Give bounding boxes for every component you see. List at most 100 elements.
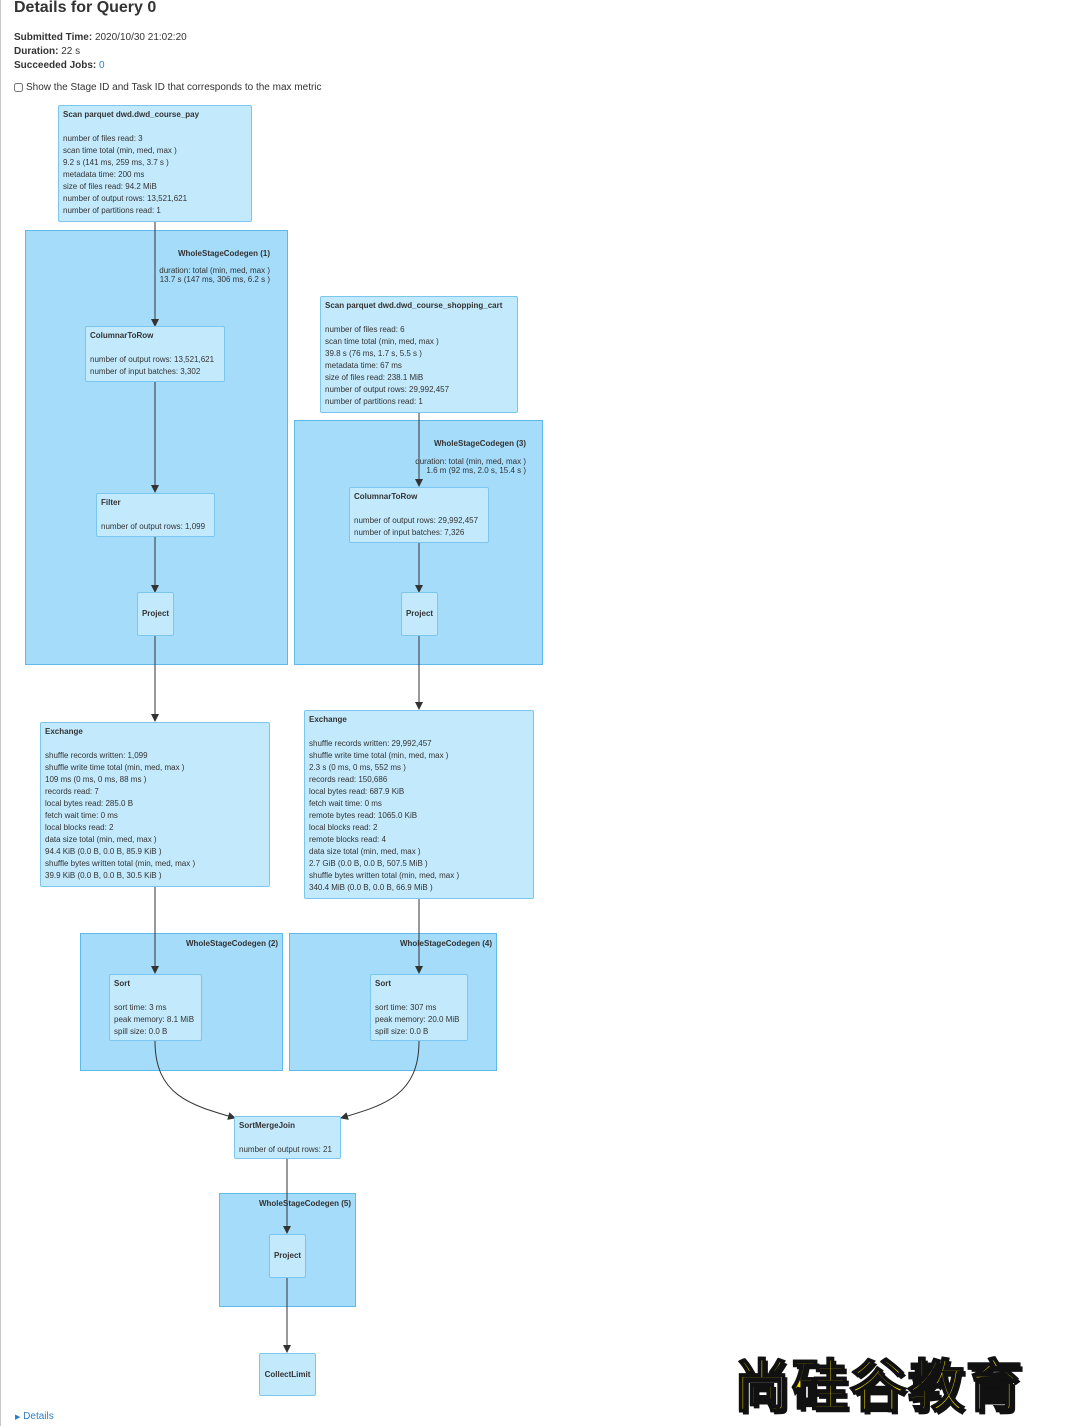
node-name: Project — [405, 609, 434, 618]
node-metric: 94.4 KiB (0.0 B, 0.0 B, 85.9 KiB ) — [45, 847, 162, 856]
node-metric: sort time: 3 ms — [114, 1003, 167, 1012]
node-exchange-left[interactable]: Exchange shuffle records written: 1,099 … — [40, 722, 270, 887]
node-metric: remote blocks read: 4 — [309, 835, 386, 844]
duration: Duration: 22 s — [14, 46, 80, 57]
node-metric: number of partitions read: 1 — [325, 397, 423, 406]
node-name: ColumnarToRow — [354, 492, 418, 501]
node-metric: shuffle records written: 29,992,457 — [309, 739, 432, 748]
page-left-border — [0, 0, 1, 1426]
node-metric: number of output rows: 21 — [239, 1145, 332, 1154]
node-metric: shuffle bytes written total (min, med, m… — [309, 871, 460, 880]
node-filter[interactable]: Filter number of output rows: 1,099 — [96, 493, 215, 537]
node-metric: 2.3 s (0 ms, 0 ms, 552 ms ) — [309, 763, 406, 772]
details-label: Details — [23, 1411, 54, 1422]
node-metric: metadata time: 200 ms — [63, 170, 145, 179]
node-metric: number of output rows: 29,992,457 — [325, 385, 450, 394]
node-metric: 109 ms (0 ms, 0 ms, 88 ms ) — [45, 775, 147, 784]
node-metric: records read: 7 — [45, 787, 99, 796]
node-metric: number of partitions read: 1 — [63, 206, 161, 215]
node-name: Sort — [375, 979, 391, 988]
node-metric: number of input batches: 3,302 — [90, 367, 201, 376]
node-metric: 39.9 KiB (0.0 B, 0.0 B, 30.5 KiB ) — [45, 871, 162, 880]
node-metric: number of files read: 3 — [63, 134, 143, 143]
node-metric: peak memory: 20.0 MiB — [375, 1015, 460, 1024]
node-metric: number of files read: 6 — [325, 325, 405, 334]
duration-label: Duration: — [14, 46, 59, 57]
node-metric: shuffle records written: 1,099 — [45, 751, 148, 760]
node-metric: local blocks read: 2 — [45, 823, 114, 832]
node-name: Filter — [101, 498, 121, 507]
node-metric: number of output rows: 29,992,457 — [354, 516, 479, 525]
node-metric: size of files read: 94.2 MiB — [63, 182, 157, 191]
node-columnar-to-row-3[interactable]: ColumnarToRow number of output rows: 29,… — [349, 487, 489, 543]
submitted-time: Submitted Time: 2020/10/30 21:02:20 — [14, 32, 187, 43]
succeeded-jobs-label: Succeeded Jobs: — [14, 60, 97, 71]
node-metric: sort time: 307 ms — [375, 1003, 437, 1012]
node-project-3[interactable]: Project — [401, 592, 438, 636]
node-metric: metadata time: 67 ms — [325, 361, 402, 370]
succeeded-jobs: Succeeded Jobs: 0 — [14, 60, 105, 71]
node-metric: local bytes read: 687.9 KiB — [309, 787, 405, 796]
caret-right-icon: ▶ — [15, 1414, 21, 1421]
node-sort-merge-join[interactable]: SortMergeJoin number of output rows: 21 — [234, 1116, 341, 1159]
node-name: Exchange — [45, 727, 83, 736]
node-sort-left[interactable]: Sort sort time: 3 ms peak memory: 8.1 Mi… — [109, 974, 202, 1041]
node-metric: remote bytes read: 1065.0 KiB — [309, 811, 418, 820]
submitted-time-label: Submitted Time: — [14, 32, 93, 43]
page-title: Details for Query 0 — [14, 0, 157, 16]
node-exchange-right[interactable]: Exchange shuffle records written: 29,992… — [304, 710, 534, 899]
details-toggle[interactable]: ▶ Details — [15, 1411, 54, 1422]
node-name: Sort — [114, 979, 130, 988]
node-metric: shuffle bytes written total (min, med, m… — [45, 859, 196, 868]
node-metric: number of output rows: 1,099 — [101, 522, 206, 531]
node-metric: 2.7 GiB (0.0 B, 0.0 B, 507.5 MiB ) — [309, 859, 428, 868]
node-metric: 39.8 s (76 ms, 1.7 s, 5.5 s ) — [325, 349, 422, 358]
node-name: CollectLimit — [264, 1369, 311, 1379]
cluster-label: WholeStageCodegen (1) — [177, 249, 270, 258]
node-name: ColumnarToRow — [90, 331, 154, 340]
node-metric: 340.4 MiB (0.0 B, 0.0 B, 66.9 MiB ) — [309, 883, 433, 892]
duration-value: 22 s — [61, 46, 81, 57]
submitted-time-value: 2020/10/30 21:02:20 — [94, 32, 187, 43]
show-stage-task-toggle[interactable]: Show the Stage ID and Task ID that corre… — [14, 82, 322, 93]
node-metric: records read: 150,686 — [309, 775, 388, 784]
node-metric: fetch wait time: 0 ms — [45, 811, 118, 820]
cluster-duration: duration: total (min, med, max ) 1.6 m (… — [415, 457, 526, 475]
node-project-1[interactable]: Project — [137, 592, 174, 636]
node-name: Project — [273, 1251, 302, 1260]
watermark-logo: 尚硅谷教育 — [733, 1354, 1024, 1419]
node-columnar-to-row-1[interactable]: ColumnarToRow number of output rows: 13,… — [85, 326, 225, 382]
node-metric: spill size: 0.0 B — [114, 1027, 168, 1036]
cluster-label: WholeStageCodegen (3) — [433, 439, 526, 448]
node-name: Exchange — [309, 715, 347, 724]
node-metric: number of input batches: 7,326 — [354, 528, 465, 537]
cluster-label: WholeStageCodegen (4) — [399, 939, 492, 948]
node-metric: data size total (min, med, max ) — [309, 847, 421, 856]
node-name: Project — [141, 609, 170, 618]
cluster-duration: duration: total (min, med, max ) 13.7 s … — [159, 266, 270, 284]
node-metric: number of output rows: 13,521,621 — [63, 194, 188, 203]
succeeded-job-link[interactable]: 0 — [99, 60, 105, 71]
node-sort-right[interactable]: Sort sort time: 307 ms peak memory: 20.0… — [370, 974, 468, 1041]
node-name: SortMergeJoin — [239, 1121, 296, 1130]
node-metric: scan time total (min, med, max ) — [325, 337, 439, 346]
node-metric: shuffle write time total (min, med, max … — [309, 751, 449, 760]
node-project-5[interactable]: Project — [269, 1234, 306, 1278]
node-metric: number of output rows: 13,521,621 — [90, 355, 215, 364]
node-metric: fetch wait time: 0 ms — [309, 799, 382, 808]
node-scan-course-pay[interactable]: Scan parquet dwd.dwd_course_pay number o… — [58, 105, 252, 222]
node-name: Scan parquet dwd.dwd_course_pay — [63, 110, 200, 119]
show-stage-task-label: Show the Stage ID and Task ID that corre… — [26, 82, 322, 93]
node-metric: spill size: 0.0 B — [375, 1027, 429, 1036]
node-metric: local blocks read: 2 — [309, 823, 378, 832]
node-metric: local bytes read: 285.0 B — [45, 799, 134, 808]
show-stage-task-checkbox[interactable] — [14, 83, 23, 92]
node-metric: size of files read: 238.1 MiB — [325, 373, 424, 382]
cluster-label: WholeStageCodegen (2) — [185, 939, 278, 948]
node-metric: shuffle write time total (min, med, max … — [45, 763, 185, 772]
node-metric: data size total (min, med, max ) — [45, 835, 157, 844]
node-scan-course-shopping-cart[interactable]: Scan parquet dwd.dwd_course_shopping_car… — [320, 296, 518, 413]
cluster-label: WholeStageCodegen (5) — [258, 1199, 351, 1208]
node-collect-limit[interactable]: CollectLimit — [259, 1353, 316, 1396]
node-metric: 9.2 s (141 ms, 259 ms, 3.7 s ) — [63, 158, 169, 167]
